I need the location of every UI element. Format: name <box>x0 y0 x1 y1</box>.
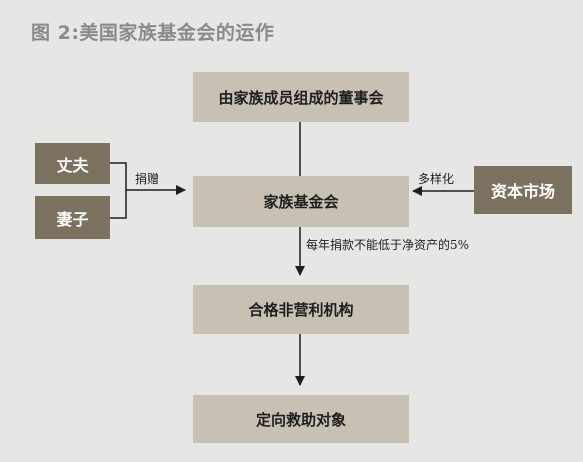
annual-donation-label: 每年捐款不能低于净资产的5% <box>306 238 470 252</box>
target-node: 定向救助对象 <box>193 395 409 443</box>
husband-node: 丈夫 <box>35 143 110 184</box>
diversified-label: 多样化 <box>418 172 455 186</box>
wife-node: 妻子 <box>35 196 110 239</box>
donor-bracket-line <box>110 162 127 219</box>
board-node: 由家族成员组成的董事会 <box>193 72 409 122</box>
donation-label: 捐赠 <box>135 172 160 186</box>
capital-market-node: 资本市场 <box>474 166 572 214</box>
figure-title: 图 2:美国家族基金会的运作 <box>31 22 275 44</box>
charity-node: 合格非营利机构 <box>193 285 409 334</box>
foundation-node: 家族基金会 <box>193 176 409 227</box>
